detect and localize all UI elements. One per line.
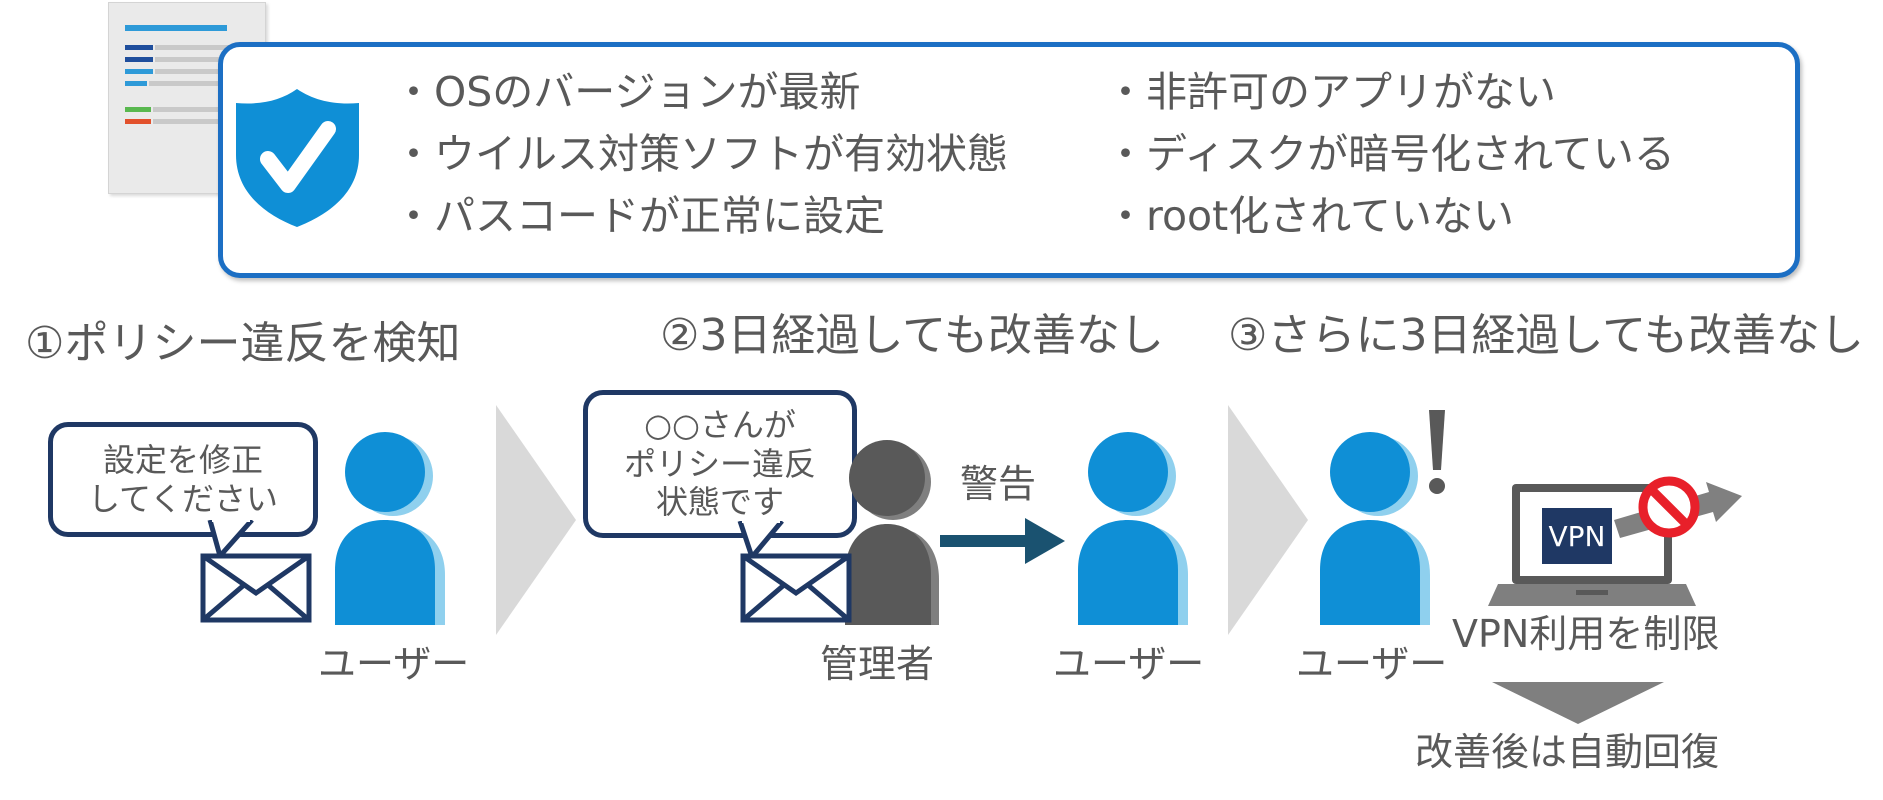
shield-check-icon xyxy=(230,85,365,230)
requirements-panel xyxy=(218,42,1800,278)
person-icon xyxy=(335,432,445,625)
admin-person-icon xyxy=(845,440,939,625)
vpn-restriction-label: VPN利用を制限 xyxy=(1452,612,1720,656)
mail-icon xyxy=(740,553,852,623)
step-3-user-label: ユーザー xyxy=(1296,642,1448,686)
step-2-title: ②3日経過しても改善なし xyxy=(660,310,1164,361)
auto-recovery-label: 改善後は自動回復 xyxy=(1415,730,1720,774)
step-3-title: ③さらに3日経過しても改善なし xyxy=(1228,310,1864,361)
requirement-antivirus: ・ウイルス対策ソフトが有効状態 xyxy=(393,130,1008,178)
down-arrow-icon xyxy=(1492,682,1664,724)
no-entry-icon xyxy=(1638,476,1700,538)
step-1-title: ①ポリシー違反を検知 xyxy=(25,318,461,369)
warning-label: 警告 xyxy=(960,462,1037,506)
vpn-badge: VPN xyxy=(1542,508,1612,564)
person-icon xyxy=(1320,432,1430,625)
speech-bubble-policy-violation: ○○さんが ポリシー違反 状態です xyxy=(583,390,857,538)
step-1-user-label: ユーザー xyxy=(318,642,470,686)
person-icon xyxy=(1078,432,1188,625)
speech-bubble-fix-settings: 設定を修正 してください xyxy=(48,422,318,537)
laptop-icon xyxy=(1488,482,1742,606)
exclamation-icon xyxy=(1429,410,1445,494)
requirement-no-unauthorized-apps: ・非許可のアプリがない xyxy=(1105,68,1556,116)
admin-label: 管理者 xyxy=(820,642,935,686)
requirement-passcode: ・パスコードが正常に設定 xyxy=(393,192,885,240)
chevron-right-icon xyxy=(1228,405,1308,635)
requirement-not-rooted: ・root化されていない xyxy=(1105,192,1514,240)
chevron-right-icon xyxy=(496,405,576,635)
step-2-user-label: ユーザー xyxy=(1053,642,1205,686)
mail-icon xyxy=(200,553,312,623)
requirement-os-version: ・OSのバージョンが最新 xyxy=(393,68,861,116)
requirement-disk-encrypted: ・ディスクが暗号化されている xyxy=(1105,130,1675,178)
arrow-right-icon xyxy=(940,518,1065,564)
